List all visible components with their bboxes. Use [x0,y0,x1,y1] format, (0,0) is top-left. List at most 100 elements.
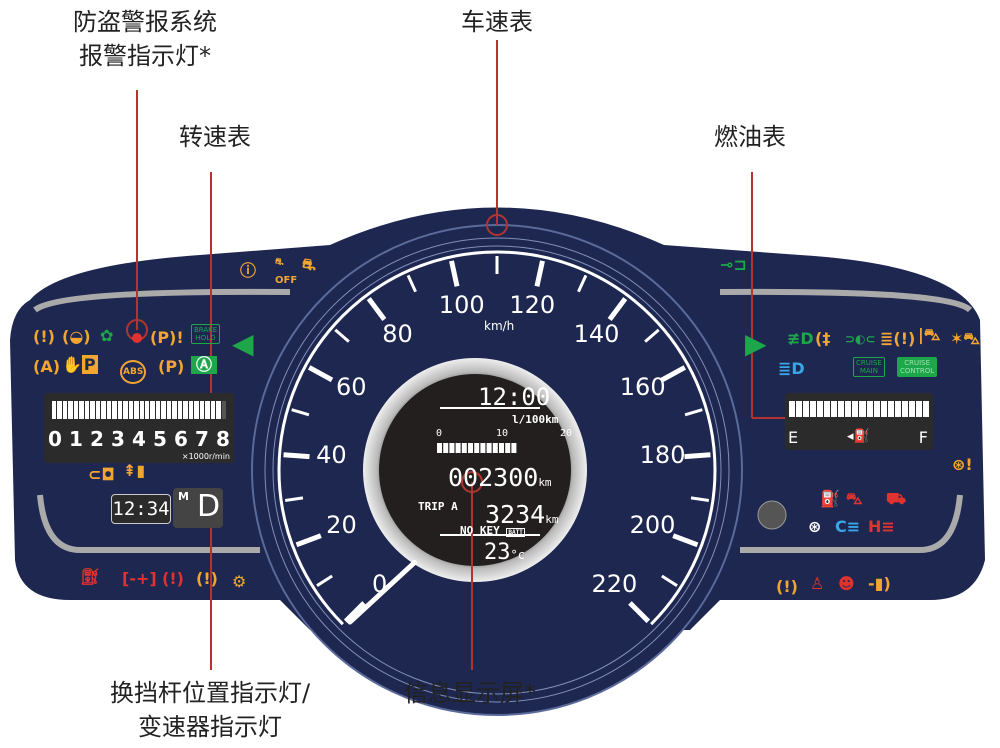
tach-segment [79,401,84,419]
speed-label: 60 [336,373,367,402]
fuel-segment [796,401,803,417]
speed-tick [295,533,322,548]
fuel-economy-bar [437,443,517,453]
trunk-open-icon: ⛍ [846,489,863,508]
outside-temp: 23°c [484,540,525,565]
headlight-warning-icon: ≣(!) [880,329,916,348]
econ-scale-10: 10 [496,428,509,439]
econ-segment [505,443,511,453]
shift-park-icon: ✋P [62,355,98,374]
label-shift-indicator: 换挡杆位置指示灯/变速器指示灯 [109,679,311,741]
brake-system-icon: (!) [162,569,184,588]
fuel-segment [915,401,922,417]
econ-segment [468,443,473,453]
speed-tick [291,408,310,417]
econ-segment [443,443,449,453]
fuel-segment [866,401,873,417]
fuel-segment [789,401,796,417]
steering-warning-icon: ⊛! [952,455,973,474]
position-light-icon: ⊃◐⊂ [845,332,876,346]
fuel-segment [859,401,866,417]
low-fuel-icon: ⛽ [820,489,840,508]
small-clock: 12:34 [111,494,171,524]
tach-segment [117,401,123,419]
econ-segment [492,443,498,453]
tach-segment [172,401,177,419]
fuel-empty: E [788,428,799,447]
speed-label: 180 [639,441,686,470]
speed-tick [577,274,588,293]
fuel-segment [908,401,915,417]
fuel-segment [810,401,817,417]
oil-pressure-icon: ⛽︎ [80,567,101,586]
tach-segment [95,401,101,419]
tpms-calibrate-icon: ⊛ [808,517,822,536]
speed-label: 40 [316,441,347,470]
speed-tick [343,601,366,624]
tach-segment [62,401,68,419]
tach-segment [57,401,62,419]
collision-warning-icon: ✶⛍ [950,329,980,348]
tach-label: 2 [90,427,104,451]
tach-segment [210,401,216,419]
auto-idle-stop-icon: (A) [33,357,61,376]
fuel-segment [887,401,894,417]
econ-scale-0: 0 [436,428,443,439]
tach-segment [161,401,166,419]
tach-segment [68,401,73,419]
speed-tick [284,496,304,502]
door-open-icon: ⊂◘ [88,465,115,484]
odometer: 002300km [448,463,552,492]
speed-tick [607,297,628,321]
anti-theft-indicator-dot [132,333,142,343]
speed-tick [644,328,660,343]
tach-bar [52,401,226,419]
tire-pressure-icon: (!) [776,577,798,596]
traction-icon: ⛐ [302,255,316,274]
econ-segment [511,443,517,453]
fuel-gauge: E F ◂⛽ [785,393,933,450]
speed-tick [283,452,310,460]
tach-segment [221,401,226,419]
trip-meter: 3234km [485,500,559,529]
battery-charge-icon: [-+] [122,569,157,588]
immobilizer-key-icon: ⊸⊐ [720,255,747,274]
fuel-full: F [918,428,928,447]
fuel-segment [803,401,810,417]
rear-fog-icon: (‡ [815,329,831,348]
tach-segment [128,401,134,419]
label-tachometer: 转速表 [179,123,251,151]
abs-icon: ABS [120,360,147,384]
tach-label: 1 [69,427,83,451]
speed-tick [334,328,350,343]
speed-tick [672,533,699,548]
speed-label: 140 [573,320,620,349]
speed-label: 160 [619,373,666,402]
turn-right-arrow-icon: ▶ [745,327,767,360]
tach-segment [52,401,57,419]
speed-label: 220 [591,570,638,599]
tach-unit: ×1000r/min [181,452,230,461]
eco-icon: ✿ [100,326,114,345]
tach-segment [134,401,139,419]
trip-label: TRIP A [418,500,458,513]
fuel-segment [838,401,845,417]
tach-segment [199,401,205,419]
speed-label: 100 [438,290,485,319]
fuel-pump-icon: ◂⛽ [847,429,870,444]
high-beam-icon: ≣D [778,359,805,378]
shift-lever-icon: ⇞▮ [123,461,146,480]
tach-segment [73,401,79,419]
tach-segment [101,401,106,419]
tach-label: 3 [111,427,125,451]
front-fog-icon: ≢D [787,329,814,348]
parking-brake-warning-icon: (P)! [150,328,184,347]
tach-label: 4 [132,427,146,451]
tach-segment [123,401,128,419]
econ-segment [455,443,461,453]
tach-segment [112,401,117,419]
tach-segment [139,401,144,419]
